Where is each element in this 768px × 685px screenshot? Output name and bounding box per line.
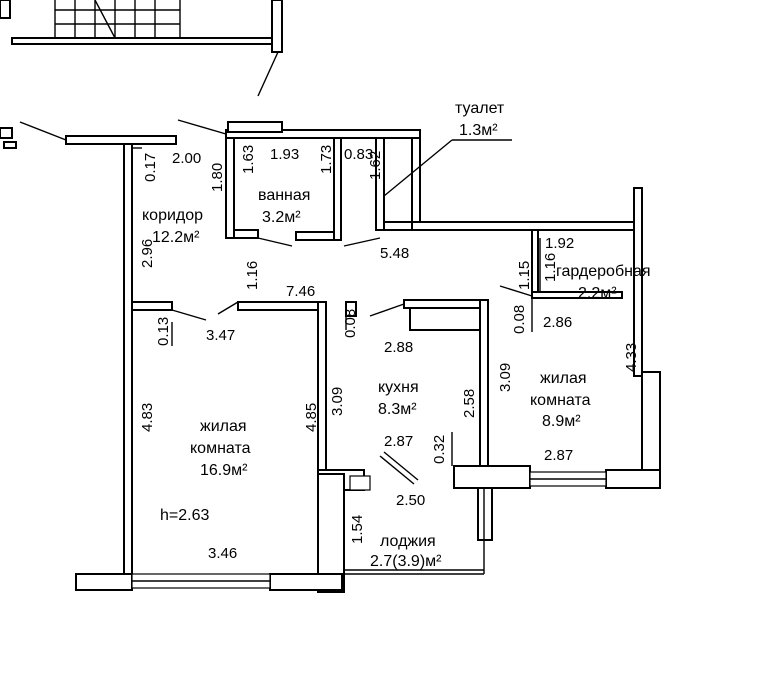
dim-label: 0.83 <box>344 146 373 163</box>
toilet-area: 1.3м² <box>459 122 498 139</box>
living-left-name-2: комната <box>190 440 251 457</box>
dim-label: 1.62 <box>367 151 384 180</box>
dim-label: 1.93 <box>270 146 299 163</box>
loggia-area: 2.7(3.9)м² <box>370 553 442 570</box>
dim-label: 2.87 <box>384 433 413 450</box>
dim-label: 3.46 <box>208 545 237 562</box>
dim-label: 4.85 <box>303 403 320 432</box>
dim-label: 0.08 <box>342 309 359 338</box>
dim-label: 1.80 <box>209 163 226 192</box>
toilet-name: туалет <box>455 100 505 117</box>
door-swings <box>171 139 533 485</box>
dim-label: 2.50 <box>396 492 425 509</box>
door-swing <box>19 121 67 141</box>
dim-label: 3.47 <box>206 327 235 344</box>
wall-segment <box>65 135 177 145</box>
dim-label: 2.96 <box>139 239 156 268</box>
dim-label: 1.16 <box>244 261 261 290</box>
dim-label: 0.32 <box>431 435 448 464</box>
living-left-area: 16.9м² <box>200 462 248 479</box>
living-right-name-1: жилая <box>540 370 587 387</box>
kitchen-name: кухня <box>378 379 419 396</box>
dim-label: 0.13 <box>155 317 172 346</box>
windows <box>131 471 607 589</box>
dim-label: 2.86 <box>543 314 572 331</box>
ceiling-height: h=2.63 <box>160 507 209 524</box>
dim-label: 0.17 <box>142 153 159 182</box>
dim-label: 0.08 <box>511 305 528 334</box>
dim-label: 3.09 <box>497 363 514 392</box>
dim-label: 1.73 <box>318 145 335 174</box>
walls <box>75 121 661 593</box>
bathroom-area: 3.2м² <box>262 209 301 226</box>
living-right-name-2: комната <box>530 392 591 409</box>
wardrobe-name: гардеробная <box>556 263 651 280</box>
dim-label: 7.46 <box>286 283 315 300</box>
living-left-name-1: жилая <box>200 418 247 435</box>
dim-label: 2.88 <box>384 339 413 356</box>
dim-label: 2.87 <box>544 447 573 464</box>
staircase-fragment <box>0 0 283 97</box>
loggia-name: лоджия <box>380 533 436 550</box>
wall-fragment <box>3 141 17 149</box>
corridor-name: коридор <box>142 207 203 224</box>
living-right-area: 8.9м² <box>542 413 581 430</box>
dim-label: 3.09 <box>329 387 346 416</box>
dim-label: 4.83 <box>139 403 156 432</box>
bathroom-name: ванная <box>258 187 310 204</box>
dimension-lines <box>132 147 541 466</box>
wall-fragment <box>0 127 13 139</box>
dim-label: 1.15 <box>516 261 533 290</box>
wardrobe-area: 2.2м² <box>578 285 617 302</box>
dim-label: 1.63 <box>240 145 257 174</box>
door-swing <box>177 119 227 135</box>
dim-label: 1.16 <box>542 253 559 282</box>
dimension-labels: 2.00 0.17 1.63 1.93 1.73 0.83 1.80 1.62 … <box>139 145 640 562</box>
dim-label: 1.92 <box>545 235 574 252</box>
room-labels: туалет 1.3м² ванная 3.2м² коридор 12.2м²… <box>142 100 651 570</box>
dim-label: 4.33 <box>623 343 640 372</box>
dim-label: 2.58 <box>461 389 478 418</box>
dim-label: 5.48 <box>380 245 409 262</box>
dim-label: 2.00 <box>172 150 201 167</box>
dim-label: 1.54 <box>349 515 366 544</box>
corridor-area: 12.2м² <box>152 229 200 246</box>
kitchen-area: 8.3м² <box>378 401 417 418</box>
